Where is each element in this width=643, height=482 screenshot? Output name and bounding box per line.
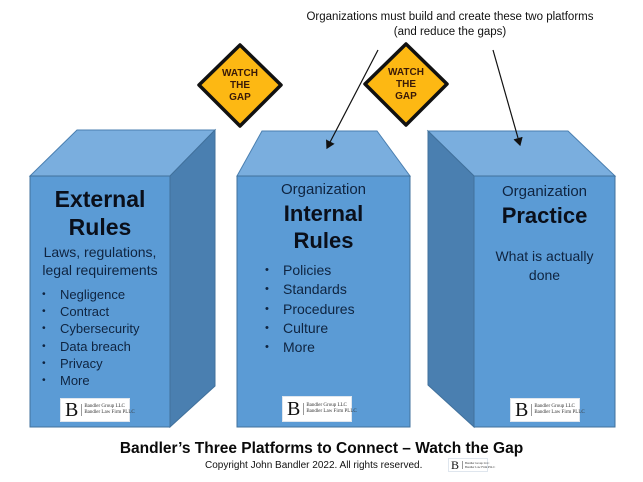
arrow-to-internal-rules bbox=[326, 49, 379, 150]
bullet-item: More bbox=[261, 338, 410, 358]
logo-line-1: Bandler Group LLC bbox=[306, 403, 347, 408]
platform-external-rules: External Rules Laws, regulations, legal … bbox=[30, 185, 170, 389]
warning-diamond-icon bbox=[197, 43, 283, 128]
sign-2-line-2: THE bbox=[396, 79, 416, 90]
platform-1-title-line-2: Rules bbox=[68, 214, 132, 240]
platform-3-front-face bbox=[473, 175, 616, 428]
platform-1-title-line-1: External bbox=[54, 186, 146, 212]
logo-letter: B bbox=[451, 458, 460, 472]
platform-1-subtitle-line-1: Laws, regulations, bbox=[43, 244, 157, 260]
logo-text: Bandler Group LLC Bandler Law Firm PLLC bbox=[303, 403, 357, 415]
bullet-item: Policies bbox=[261, 261, 410, 281]
platform-1-subtitle-line-2: legal requirements bbox=[42, 262, 158, 278]
logo-line-1: Bandler Group LLC bbox=[534, 404, 575, 409]
logo-line-2: Bandler Law Firm PLLC bbox=[534, 410, 585, 415]
bandler-logo-2: B Bandler Group LLC Bandler Law Firm PLL… bbox=[282, 396, 357, 422]
bullet-item: Data breach bbox=[38, 338, 170, 355]
bandler-logo-1: B Bandler Group LLC Bandler Law Firm PLL… bbox=[60, 398, 135, 422]
copyright-notice: Copyright John Bandler 2022. All rights … bbox=[205, 460, 423, 471]
bandler-logo-3: B Bandler Group LLC Bandler Law Firm PLL… bbox=[510, 398, 585, 422]
sign-2-line-3: GAP bbox=[395, 91, 417, 102]
logo-line-1: Bandler Group LLC bbox=[84, 404, 125, 409]
sign-2-line-1: WATCH bbox=[388, 67, 424, 78]
logo-line-2: Bandler Law Firm PLLC bbox=[465, 465, 496, 469]
platform-practice: Organization Practice What is actually d… bbox=[474, 182, 615, 285]
platform-2-top-face bbox=[236, 130, 411, 177]
watch-the-gap-sign-2 bbox=[363, 42, 449, 127]
arrow-to-practice bbox=[492, 49, 523, 147]
bullet-item: More bbox=[38, 372, 170, 389]
platform-3-desc-line-1: What is actually bbox=[495, 248, 594, 264]
platform-2-title-line-1: Internal bbox=[283, 201, 364, 226]
logo-line-2: Bandler Law Firm PLLC bbox=[84, 410, 135, 415]
bullet-item: Contract bbox=[38, 303, 170, 320]
top-annotation: Organizations must build and create thes… bbox=[270, 10, 630, 40]
sign-1-line-2: THE bbox=[230, 80, 250, 91]
warning-diamond-icon bbox=[363, 42, 449, 127]
platform-2-bullet-list: Policies Standards Procedures Culture Mo… bbox=[261, 261, 410, 358]
diagram-title: Bandler’s Three Platforms to Connect – W… bbox=[119, 440, 524, 457]
platform-3-title: Practice bbox=[501, 203, 588, 228]
logo-letter: B bbox=[65, 399, 79, 421]
bullet-item: Culture bbox=[261, 319, 410, 339]
watch-the-gap-sign-1 bbox=[197, 43, 283, 128]
sign-1-label: WATCH THE GAP bbox=[210, 68, 270, 104]
sign-1-line-1: WATCH bbox=[222, 68, 258, 79]
footer-logo: B Bandler Group LLC Bandler Law Firm PLL… bbox=[448, 458, 495, 472]
bullet-item: Standards bbox=[261, 280, 410, 300]
platform-3-side-face bbox=[427, 129, 475, 429]
logo-line-2: Bandler Law Firm PLLC bbox=[306, 409, 357, 414]
bullet-item: Procedures bbox=[261, 300, 410, 320]
logo-line-1: Bandler Group LLC bbox=[465, 461, 490, 465]
platform-2-title-line-2: Rules bbox=[293, 228, 354, 253]
top-annotation-line-2: (and reduce the gaps) bbox=[393, 26, 507, 38]
logo-letter: B bbox=[287, 398, 301, 420]
platform-1-side-face bbox=[169, 128, 216, 429]
logo-text: Bandler Group LLC Bandler Law Firm PLLC bbox=[531, 404, 585, 416]
sign-1-line-3: GAP bbox=[229, 92, 251, 103]
logo-text: Bandler Group LLC Bandler Law Firm PLLC bbox=[81, 404, 135, 416]
sign-2-label: WATCH THE GAP bbox=[376, 67, 436, 103]
platform-practice-shape bbox=[426, 129, 617, 429]
platform-2-kicker: Organization bbox=[280, 181, 367, 198]
platform-1-bullet-list: Negligence Contract Cybersecurity Data b… bbox=[38, 286, 170, 389]
platform-3-desc-line-2: done bbox=[528, 267, 561, 283]
logo-letter: B bbox=[515, 399, 529, 421]
bullet-item: Privacy bbox=[38, 355, 170, 372]
platform-3-kicker: Organization bbox=[501, 183, 588, 200]
bullet-item: Cybersecurity bbox=[38, 320, 170, 337]
top-annotation-line-1: Organizations must build and create thes… bbox=[306, 11, 594, 23]
platform-internal-rules: Organization Internal Rules Policies Sta… bbox=[237, 180, 410, 358]
bullet-item: Negligence bbox=[38, 286, 170, 303]
logo-text: Bandler Group LLC Bandler Law Firm PLLC bbox=[462, 461, 495, 469]
